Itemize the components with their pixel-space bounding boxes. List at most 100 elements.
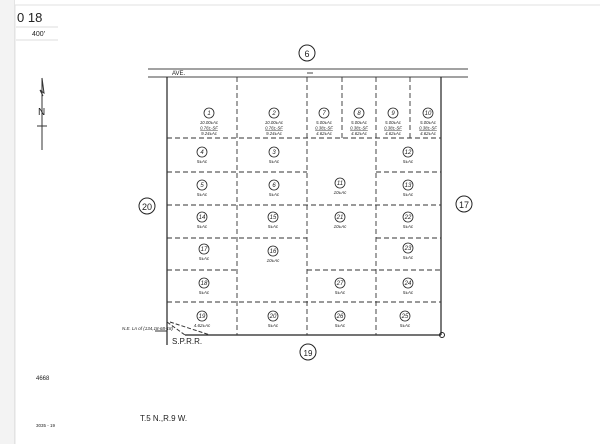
lot-5: 5 5±Ac xyxy=(196,179,208,197)
lot-number: 9 xyxy=(391,111,395,117)
lot-number: 11 xyxy=(337,181,343,187)
lot-number-circle xyxy=(387,107,399,119)
lot-area: 5±Ac xyxy=(403,192,414,197)
lot-14: 145±Ac xyxy=(196,211,208,229)
lot-20: 205±Ac xyxy=(267,310,279,328)
lot-25: 25 5±Ac xyxy=(399,310,411,328)
lot-17: 17 5±Ac xyxy=(198,243,210,261)
lot-number-circle xyxy=(402,146,414,158)
lot-number-circle xyxy=(198,277,210,289)
lot-4: 45±Ac xyxy=(196,146,208,164)
lot-24: 24 5±Ac xyxy=(402,277,414,295)
lot-number-circle xyxy=(203,107,215,119)
lot-9: 9 5.00±Ac0.38±-SF4.62±Ac xyxy=(384,107,402,136)
lot-number-circle xyxy=(402,242,414,254)
lot-area: 0.38±-SF xyxy=(315,126,333,131)
sheet-border xyxy=(14,4,600,444)
lot-number-circle xyxy=(334,277,346,289)
lot-area: 0.38±-SF xyxy=(350,126,368,131)
lot-number-circle xyxy=(318,107,330,119)
lot-area: 4.62±Ac xyxy=(420,131,437,136)
lot-1: 110.00±Ac0.76±-SF9.24±Ac xyxy=(200,107,219,136)
lot-number: 8 xyxy=(357,111,361,117)
lot-area: 5.00±Ac xyxy=(385,120,402,125)
lot-number-circle xyxy=(402,179,414,191)
lot-area: 5±Ac xyxy=(403,255,414,260)
lot-area: 5.00±Ac xyxy=(351,120,368,125)
lot-18: 185±Ac xyxy=(198,277,210,295)
lot-number-circle xyxy=(402,277,414,289)
lot-19: 194.62±Ac xyxy=(194,310,211,328)
lot-area: 5±Ac xyxy=(403,224,414,229)
lot-number: 1 xyxy=(207,111,210,117)
lot-number: 15 xyxy=(270,215,277,221)
lot-number: 22 xyxy=(404,215,412,221)
lot-6: 6 5±Ac xyxy=(268,179,280,197)
lot-number: 4 xyxy=(200,150,204,156)
lot-area: 10.00±Ac xyxy=(200,120,219,125)
lot-number-circle xyxy=(268,179,280,191)
lot-number: 10 xyxy=(425,111,432,117)
section-17-marker: 17 xyxy=(455,195,473,213)
lot-13: 13 5±Ac xyxy=(402,179,414,197)
lot-number: 5 xyxy=(200,183,204,189)
lot-number-circle xyxy=(268,146,280,158)
lot-number: 7 xyxy=(322,111,326,117)
lot-number-circle xyxy=(196,211,208,223)
lot-number: 17 xyxy=(201,247,208,253)
lot-area: 5±Ac xyxy=(199,256,210,261)
lot-15: 155±Ac xyxy=(267,211,279,229)
lot-area: 10±Ac xyxy=(334,224,347,229)
lot-area: 5±Ac xyxy=(197,192,208,197)
lot-number-circle xyxy=(267,245,279,257)
lot-number: 6 xyxy=(272,183,276,189)
lot-number: 14 xyxy=(199,215,206,221)
lot-area: 5±Ac xyxy=(269,192,280,197)
lot-10: 105.00±Ac0.38±-SF4.62±Ac xyxy=(419,107,437,136)
lot-area: 4.62±Ac xyxy=(385,131,402,136)
lot-area: 0.38±-SF xyxy=(384,126,402,131)
lot-number-circle xyxy=(196,310,208,322)
lot-number-circle xyxy=(422,107,434,119)
lot-number: 21 xyxy=(336,215,344,221)
avenue-road xyxy=(148,68,468,78)
road-name: AVE. xyxy=(172,71,186,77)
lot-3: 35±Ac xyxy=(268,146,280,164)
lot-area: 5±Ac xyxy=(199,290,210,295)
lot-26: 265±Ac xyxy=(334,310,346,328)
lot-area: 5±Ac xyxy=(335,290,346,295)
lot-number: 13 xyxy=(405,183,412,189)
lot-number: 20 xyxy=(269,314,277,320)
lot-area: 10±Ac xyxy=(267,258,280,263)
lot-area: 9.24±Ac xyxy=(266,131,283,136)
railroad-line xyxy=(155,321,211,336)
lot-21: 21 10±Ac xyxy=(334,211,347,229)
section-boundary xyxy=(166,77,442,345)
lot-area: 4.62±Ac xyxy=(316,131,333,136)
lot-22: 22 5±Ac xyxy=(402,211,414,229)
corner-marker-icon xyxy=(439,332,445,338)
north-label: N xyxy=(38,107,45,118)
section-6-marker: 6 xyxy=(298,44,316,62)
lot-area: 5±Ac xyxy=(269,159,280,164)
lot-27: 27 5±Ac xyxy=(334,277,346,295)
lot-number: 16 xyxy=(270,249,277,255)
map-code: 4668 xyxy=(36,376,50,382)
parcel-lines xyxy=(167,77,441,335)
lot-area: 5±Ac xyxy=(403,290,414,295)
lot-number: 25 xyxy=(401,314,409,320)
lot-number-circle xyxy=(198,243,210,255)
lot-number: 23 xyxy=(404,246,412,252)
lot-number: 24 xyxy=(404,281,412,287)
railroad-label: S.P.R.R. xyxy=(172,337,202,346)
lot-area: 5±Ac xyxy=(400,323,411,328)
lot-number-circle xyxy=(353,107,365,119)
lot-number-circle xyxy=(334,310,346,322)
section-20-marker: 20 xyxy=(138,197,156,215)
lot-23: 23 5±Ac xyxy=(402,242,414,260)
svg-text:17: 17 xyxy=(459,200,469,210)
lot-number: 27 xyxy=(336,281,344,287)
lot-number-circle xyxy=(267,211,279,223)
lot-area: 9.24±Ac xyxy=(201,131,218,136)
